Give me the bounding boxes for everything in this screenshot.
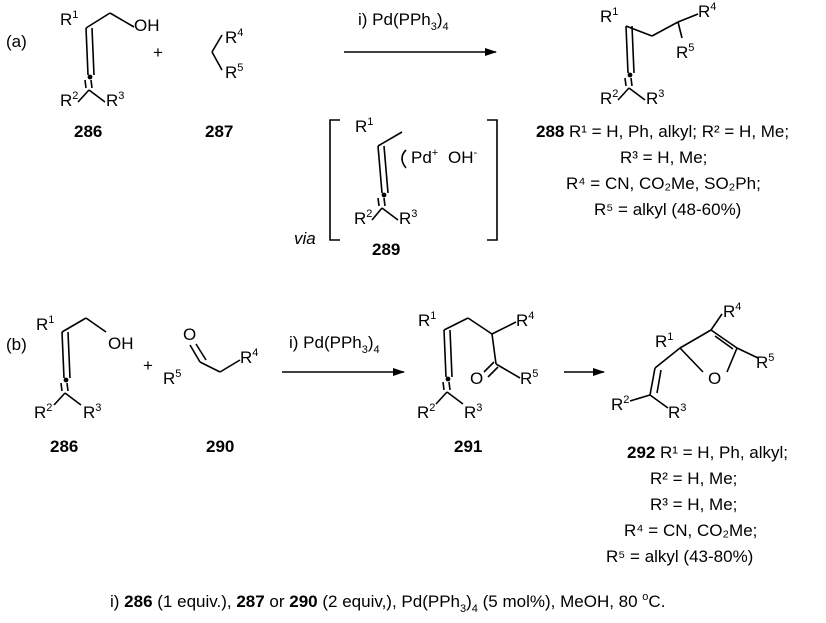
oh-label-286b: OH bbox=[108, 334, 134, 353]
compound-290-structure bbox=[189, 343, 241, 373]
compound-289-structure bbox=[371, 131, 407, 221]
hydroxide-label-289: OH- bbox=[448, 147, 478, 167]
plus-sign-b: + bbox=[143, 356, 153, 375]
r1-label-286b: R1 bbox=[36, 314, 54, 334]
r2-label-289: R2 bbox=[354, 208, 372, 228]
r4-label-287: R4 bbox=[225, 27, 243, 47]
r4-label-291: R4 bbox=[516, 310, 534, 330]
compound-number-286b: 286 bbox=[50, 437, 78, 456]
compound-number-291: 291 bbox=[454, 437, 482, 456]
r3-label-289: R3 bbox=[399, 208, 417, 228]
r4-label-292: R4 bbox=[723, 301, 741, 321]
r3-label-288: R3 bbox=[646, 88, 664, 108]
r4-label-288: R4 bbox=[698, 1, 716, 21]
r2-label-288: R2 bbox=[600, 88, 618, 108]
allene-dot-286b bbox=[63, 377, 69, 383]
r1-label-288: R1 bbox=[600, 6, 618, 26]
r5-label-291: R5 bbox=[520, 368, 538, 388]
allene-dot-291 bbox=[445, 376, 451, 382]
compound-number-292: 292 bbox=[627, 443, 655, 462]
via-label: via bbox=[294, 229, 316, 248]
r1-label-286a: R1 bbox=[60, 9, 78, 29]
reagent-label-a: i) Pd(PPh3)4 bbox=[358, 10, 449, 33]
compound-292-structure bbox=[629, 313, 759, 409]
r2-label-292: R2 bbox=[611, 394, 629, 414]
product-292-condition-1: R¹ = H, Ph, alkyl; bbox=[660, 443, 788, 462]
compound-number-288: 288 bbox=[536, 122, 564, 141]
compound-number-290: 290 bbox=[206, 437, 234, 456]
oh-label-286a: OH bbox=[134, 16, 160, 35]
r5-label-290: R5 bbox=[163, 368, 181, 388]
r3-label-292: R3 bbox=[668, 402, 686, 422]
compound-number-289: 289 bbox=[372, 240, 400, 259]
oxygen-label-290: O bbox=[183, 325, 196, 344]
scheme-a-label: (a) bbox=[6, 32, 27, 51]
product-288-condition-2: R³ = H, Me; bbox=[620, 148, 707, 167]
compound-288-structure bbox=[617, 13, 699, 101]
intermediate-289-brackets bbox=[329, 119, 498, 241]
conditions-footnote: i) 286 (1 equiv.), 287 or 290 (2 equiv,)… bbox=[110, 591, 665, 615]
scheme-b-label: (b) bbox=[6, 335, 27, 354]
product-288-condition-1: R¹ = H, Ph, alkyl; R² = H, Me; bbox=[569, 122, 789, 141]
r3-label-291: R3 bbox=[464, 402, 482, 422]
product-292-condition-4: R⁴ = CN, CO₂Me; bbox=[624, 521, 757, 540]
r5-label-287: R5 bbox=[225, 62, 243, 82]
r5-label-292: R5 bbox=[756, 352, 774, 372]
r1-label-289: R1 bbox=[355, 116, 373, 136]
reagent-label-b: i) Pd(PPh3)4 bbox=[289, 333, 380, 356]
allene-dot-288 bbox=[627, 72, 633, 78]
product-288-condition-4: R⁵ = alkyl (48-60%) bbox=[594, 200, 741, 219]
compound-286-a-structure bbox=[77, 12, 135, 103]
allene-dot-289 bbox=[381, 192, 387, 198]
r1-label-291: R1 bbox=[418, 310, 436, 330]
r2-label-291: R2 bbox=[417, 402, 435, 422]
compound-286-b-structure bbox=[53, 317, 107, 406]
r2-label-286a: R2 bbox=[60, 90, 78, 110]
allene-dot-286a bbox=[87, 74, 93, 80]
product-288-condition-3: R⁴ = CN, CO₂Me, SO₂Ph; bbox=[566, 174, 761, 193]
compound-number-286a: 286 bbox=[74, 122, 102, 141]
r4-label-290: R4 bbox=[240, 347, 258, 367]
product-292-condition-2: R² = H, Me; bbox=[650, 469, 737, 488]
r5-label-288: R5 bbox=[676, 42, 694, 62]
plus-sign-a: + bbox=[153, 43, 163, 62]
product-292-condition-5: R⁵ = alkyl (43-80%) bbox=[606, 547, 753, 566]
pd-label-289: Pd+ bbox=[411, 147, 438, 167]
compound-291-structure bbox=[435, 317, 521, 405]
oxygen-label-292: O bbox=[708, 369, 721, 388]
compound-287-structure bbox=[211, 34, 223, 71]
compound-number-287: 287 bbox=[205, 122, 233, 141]
r3-label-286a: R3 bbox=[106, 90, 124, 110]
oxygen-label-291: O bbox=[470, 369, 483, 388]
r1-label-292: R1 bbox=[655, 331, 673, 351]
r2-label-286b: R2 bbox=[34, 402, 52, 422]
product-292-condition-3: R³ = H, Me; bbox=[650, 495, 737, 514]
r3-label-286b: R3 bbox=[83, 402, 101, 422]
